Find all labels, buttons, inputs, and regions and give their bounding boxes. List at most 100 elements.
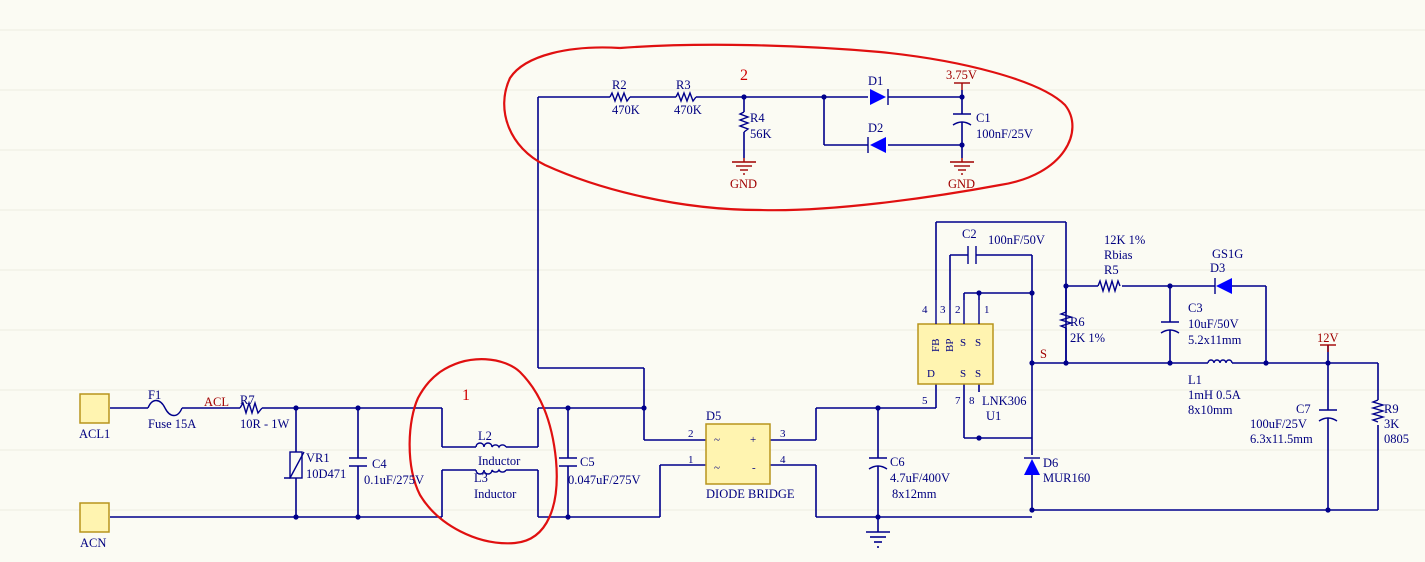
- c4-value: 0.1uF/275V: [364, 473, 424, 487]
- capacitor-c6-symbol[interactable]: [868, 457, 888, 470]
- d6-ref: D6: [1043, 456, 1058, 470]
- u1-pin-fb: FB: [930, 339, 942, 352]
- net-375v: 3.75V: [946, 68, 977, 82]
- d5-minus: -: [752, 462, 756, 474]
- diode-d3-symbol[interactable]: [1214, 278, 1232, 294]
- varistor-vr1-symbol[interactable]: [284, 451, 305, 479]
- diode-d6-symbol[interactable]: [1024, 457, 1040, 475]
- c6-size: 8x12mm: [892, 487, 937, 501]
- d2-ref: D2: [868, 121, 883, 135]
- l2-value: Inductor: [478, 454, 521, 468]
- background-grid: [0, 29, 1425, 511]
- c5-ref: C5: [580, 455, 595, 469]
- d6-value: MUR160: [1043, 471, 1090, 485]
- d3-value: GS1G: [1212, 247, 1243, 261]
- u1-pin7-num: 7: [955, 395, 961, 407]
- junction-dots: [293, 94, 1331, 520]
- c7-size: 6.3x11.5mm: [1250, 432, 1313, 446]
- u1-pin-s2: S: [975, 337, 981, 349]
- capacitor-c1-symbol[interactable]: [952, 113, 972, 126]
- u1-pin-bp: BP: [944, 339, 956, 352]
- d5-pin2: 2: [688, 428, 694, 440]
- u1-pin5-num: 5: [922, 395, 928, 407]
- u1-pin1-num: 1: [984, 304, 990, 316]
- r2-ref: R2: [612, 78, 627, 92]
- u1-pin3-num: 3: [940, 304, 946, 316]
- resistor-r9-symbol[interactable]: [1370, 399, 1386, 423]
- capacitor-c2-symbol[interactable]: [967, 246, 977, 264]
- f1-value: Fuse 15A: [148, 417, 196, 431]
- l1-ref: L1: [1188, 373, 1202, 387]
- inductor-l1-symbol[interactable]: [1207, 359, 1233, 364]
- ground-symbol-r4: [732, 158, 756, 175]
- fuse-f1-symbol[interactable]: [147, 399, 183, 417]
- vr1-value: 10D471: [306, 467, 346, 481]
- r3-ref: R3: [676, 78, 691, 92]
- labels: 1 2 ACL1 ACN ACL 3.75V 12V GND GND S F1 …: [79, 67, 1409, 550]
- d5-pin3: 3: [780, 428, 786, 440]
- c1-value: 100nF/25V: [976, 127, 1033, 141]
- u1-pin-d: D: [927, 368, 935, 380]
- power-symbol-375v: [954, 82, 970, 90]
- d5-pin1: 1: [688, 454, 694, 466]
- c6-value: 4.7uF/400V: [890, 471, 950, 485]
- inductor-l2-symbol[interactable]: [475, 442, 507, 450]
- net-s: S: [1040, 347, 1047, 361]
- r6-value: 2K 1%: [1070, 331, 1105, 345]
- u1-pin-s1: S: [960, 337, 966, 349]
- resistor-r7-symbol[interactable]: [239, 400, 263, 416]
- r3-value: 470K: [674, 103, 702, 117]
- resistor-r6-symbol[interactable]: [1058, 311, 1074, 329]
- c5-value: 0.047uF/275V: [568, 473, 641, 487]
- c2-ref: C2: [962, 227, 977, 241]
- d1-ref: D1: [868, 74, 883, 88]
- connector-acl1-label: ACL1: [79, 427, 110, 441]
- capacitor-c5-symbol[interactable]: [559, 457, 577, 467]
- resistor-r4-symbol[interactable]: [738, 111, 750, 133]
- c7-value: 100uF/25V: [1250, 417, 1307, 431]
- r9-size: 0805: [1384, 432, 1409, 446]
- capacitor-c3-symbol[interactable]: [1160, 321, 1180, 334]
- d5-plus: +: [750, 434, 756, 446]
- l3-ref: L3: [474, 471, 488, 485]
- r5-value: 12K 1%: [1104, 233, 1145, 247]
- u1-ref: U1: [986, 409, 1001, 423]
- diode-d2-symbol[interactable]: [867, 137, 886, 153]
- resistor-r5-symbol[interactable]: [1097, 278, 1121, 294]
- d5-ac2: ~: [714, 462, 720, 474]
- r2-value: 470K: [612, 103, 640, 117]
- resistor-r2-symbol[interactable]: [609, 91, 631, 103]
- bridge-d5-body[interactable]: [705, 423, 771, 485]
- capacitor-c4-symbol[interactable]: [349, 457, 367, 467]
- r4-value: 56K: [750, 127, 772, 141]
- c7-ref: C7: [1296, 402, 1311, 416]
- annotation-circle-2: [503, 43, 1074, 212]
- u1-pin4-num: 4: [922, 304, 928, 316]
- r7-ref: R7: [240, 393, 255, 407]
- ic-u1-pins: [935, 300, 980, 324]
- d5-ref: D5: [706, 409, 721, 423]
- net-gnd-r4: GND: [730, 177, 757, 191]
- d5-ac1: ~: [714, 434, 720, 446]
- connector-acl1[interactable]: [79, 393, 110, 424]
- c2-value: 100nF/50V: [988, 233, 1045, 247]
- r5-name: Rbias: [1104, 248, 1133, 262]
- ic-u1-body[interactable]: [917, 323, 994, 385]
- d5-pin4: 4: [780, 454, 786, 466]
- capacitor-c7-symbol[interactable]: [1318, 409, 1338, 422]
- r4-ref: R4: [750, 111, 765, 125]
- u1-pin-s3: S: [960, 368, 966, 380]
- inductor-l3-symbol[interactable]: [475, 467, 507, 475]
- resistor-r3-symbol[interactable]: [675, 91, 697, 103]
- c3-ref: C3: [1188, 301, 1203, 315]
- c1-ref: C1: [976, 111, 991, 125]
- c4-ref: C4: [372, 457, 387, 471]
- c3-value: 10uF/50V: [1188, 317, 1239, 331]
- vr1-ref: VR1: [306, 451, 330, 465]
- u1-value: LNK306: [982, 394, 1026, 408]
- diode-d1-symbol[interactable]: [870, 89, 889, 105]
- net-acl: ACL: [204, 395, 229, 409]
- connector-acn[interactable]: [79, 502, 110, 533]
- u1-pin-s4: S: [975, 368, 981, 380]
